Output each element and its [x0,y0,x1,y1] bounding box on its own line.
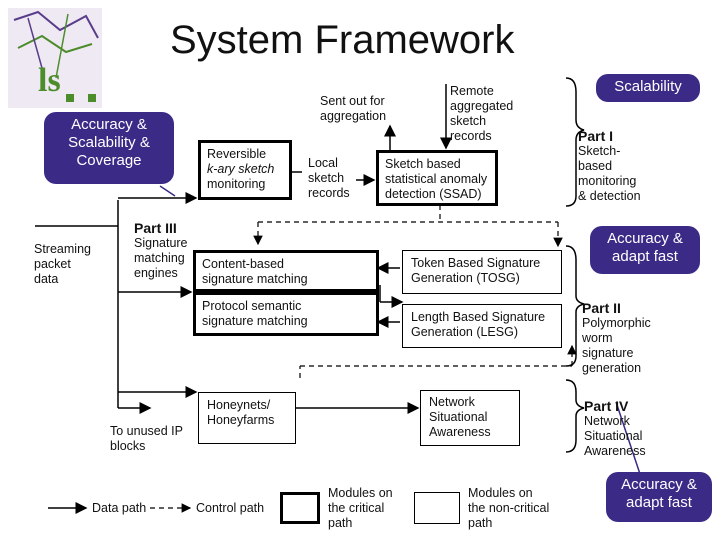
logo-text: ls [38,62,61,99]
logo-graphic [8,8,102,108]
legend-data-path: Data path [92,501,147,515]
lesg-module: Length Based Signature Generation (LESG) [402,304,562,348]
nsa-module: Network Situational Awareness [420,390,520,446]
slide-title: System Framework [170,18,515,62]
content-signature-module: Content-based signature matching [193,250,379,292]
scalability-callout: Scalability [596,74,700,102]
logo: ls [8,8,102,108]
accuracy-adapt-callout-1: Accuracy & adapt fast [590,226,700,274]
ssad-module: Sketch based statistical anomaly detecti… [376,150,498,206]
legend-critical-box [280,492,320,524]
legend-control-path: Control path [196,501,265,515]
accuracy-scalability-coverage-callout: Accuracy & Scalability & Coverage [44,112,174,184]
part1-label: Part I Sketch-based monitoring& detectio… [578,128,641,203]
protocol-signature-module: Protocol semantic signature matching [193,292,379,336]
legend-noncritical-box [414,492,460,524]
part3-title: Part III [134,220,177,236]
reversible-sketch-module: Reversible k-ary sketch monitoring [198,140,292,200]
honeynets-module: Honeynets/ Honeyfarms [198,392,296,444]
accuracy-adapt-callout-2: Accuracy & adapt fast [606,472,712,522]
tosg-module: Token Based Signature Generation (TOSG) [402,250,562,294]
